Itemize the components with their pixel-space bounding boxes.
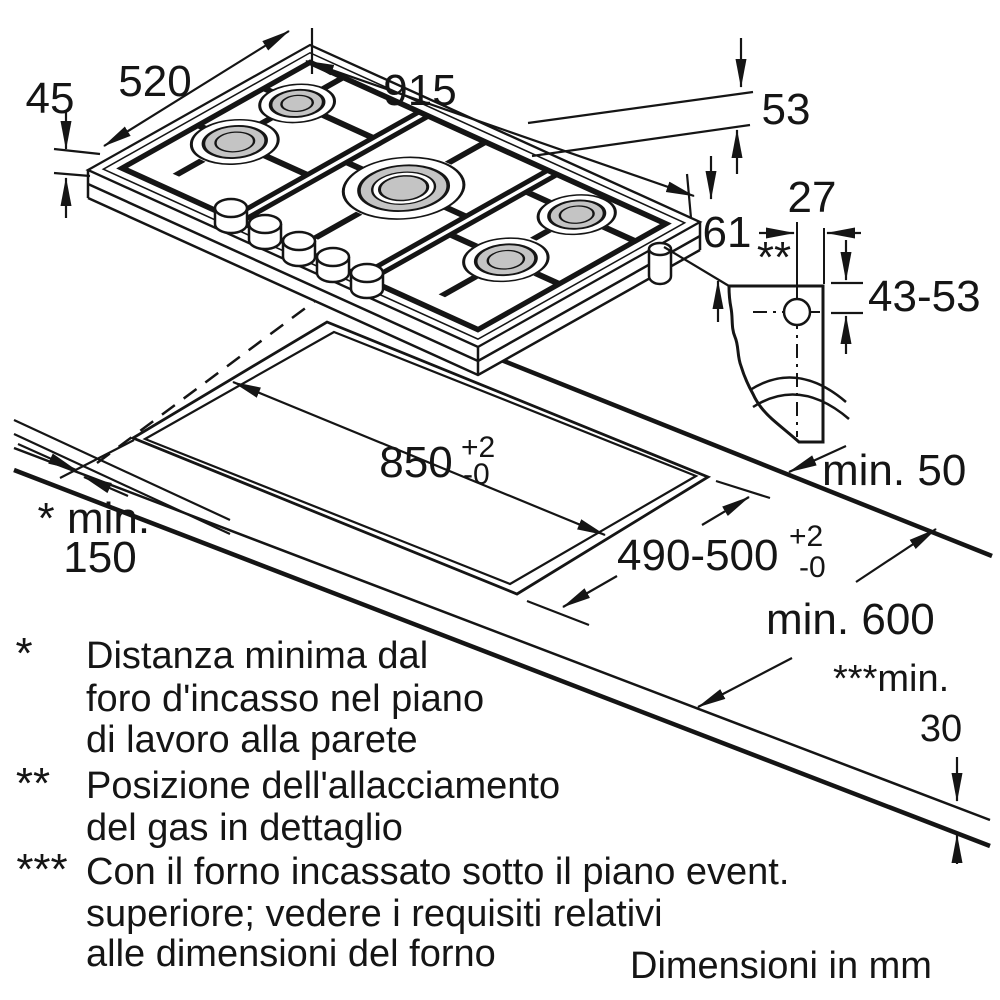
depth-43-53-label: 43-53 [868,272,981,321]
hob-width-dimension-line [305,59,695,198]
gas-inlet-pipe [647,241,673,286]
side-clearance-label: min. [67,494,150,543]
side-clearance-marker: * [37,494,54,543]
side-clearance-arrow [83,475,129,498]
cutout-depth-dimension-line [701,496,750,526]
note-1-line-2: foro d'incasso nel piano [86,678,484,720]
worktop-front-top-edge [13,446,991,822]
gas-connection-detail: 27 ** 43-53 [727,173,981,444]
side-clearance-extension-line [59,439,135,479]
worktop-depth-arrow [697,657,793,708]
burner-right-front [462,237,550,283]
gas-connection-point [782,297,812,327]
hob-projection-dashed-line [96,290,328,465]
height-61-reference-line [663,246,730,287]
cutout-depth-extension-line [526,599,590,627]
height-53-label: 53 [762,85,811,134]
back-clearance-arrow [788,444,847,474]
worktop-drawing: 850 +2 -0 490-500 +2 -0 min. 50 min. 600… [13,290,993,864]
control-knobs [213,197,385,300]
offset-27-label: 27 [788,173,837,222]
back-clearance-label: min. 50 [822,446,966,495]
cutout-width-dimension-line [232,380,606,537]
hob-width-label: 915 [383,66,456,115]
cutout-depth-label: 490-500 [617,531,778,580]
side-clearance-arrow [17,442,77,472]
note-1-marker: * [15,629,32,678]
hob-depth-label: 520 [118,57,191,106]
cutout-width-tolerance-minus: -0 [463,458,490,491]
note-2-line-1: Posizione dell'allacciamento [86,765,560,807]
hob-height-extension-line [53,147,101,156]
cutout-depth-tolerance-minus: -0 [799,551,826,584]
hob-height-label: 45 [26,74,75,123]
knob [213,197,249,235]
knob [349,262,385,300]
cutout-depth-extension-line [715,479,771,500]
worktop-front-bottom-edge [13,467,991,849]
worktop-depth-arrow [855,528,937,583]
knob [281,230,317,268]
cutout-width-tolerance-plus: +2 [461,431,495,464]
oven-clearance-label: ***min. [833,658,949,700]
worktop-depth-label: min. 600 [766,595,935,644]
oven-clearance-value: 30 [920,708,962,750]
burner-right-rear [536,194,617,236]
knob [247,213,283,251]
note-1-line-3: di lavoro alla parete [86,719,418,761]
note-3-line-2: superiore; vedere i requisiti relativi [86,893,663,935]
cutout-width-label: 850 [379,438,452,487]
side-clearance-value: 150 [63,533,136,582]
hob-depth-dimension-line [103,30,290,147]
footnotes: * Distanza minima dal foro d'incasso nel… [15,629,932,987]
wall-edge-line [13,419,231,521]
height-53-reference-line [531,123,751,158]
knob [315,246,351,284]
note-2-marker: ** [16,759,50,808]
cutout-depth-dimension-line [562,575,618,608]
note-2-line-2: del gas in dettaglio [86,807,403,849]
hob-drawing: 520 915 45 53 61 [26,28,811,377]
units-note: Dimensioni in mm [630,945,932,987]
height-53-reference-line [527,90,754,125]
cutout-depth-tolerance-plus: +2 [789,520,823,553]
note-3-line-3: alle dimensioni del forno [86,933,496,975]
note-1-line-1: Distanza minima dal [86,635,428,677]
note-3-marker: *** [16,845,67,894]
break-line [752,393,850,420]
gas-detail-marker: ** [757,233,791,282]
note-3-line-1: Con il forno incassato sotto il piano ev… [86,851,789,893]
hob-chassis-fill [88,170,700,375]
hob-height-extension-line [53,171,91,178]
dimension-tick [685,173,693,219]
height-61-label: 61 [703,208,752,257]
